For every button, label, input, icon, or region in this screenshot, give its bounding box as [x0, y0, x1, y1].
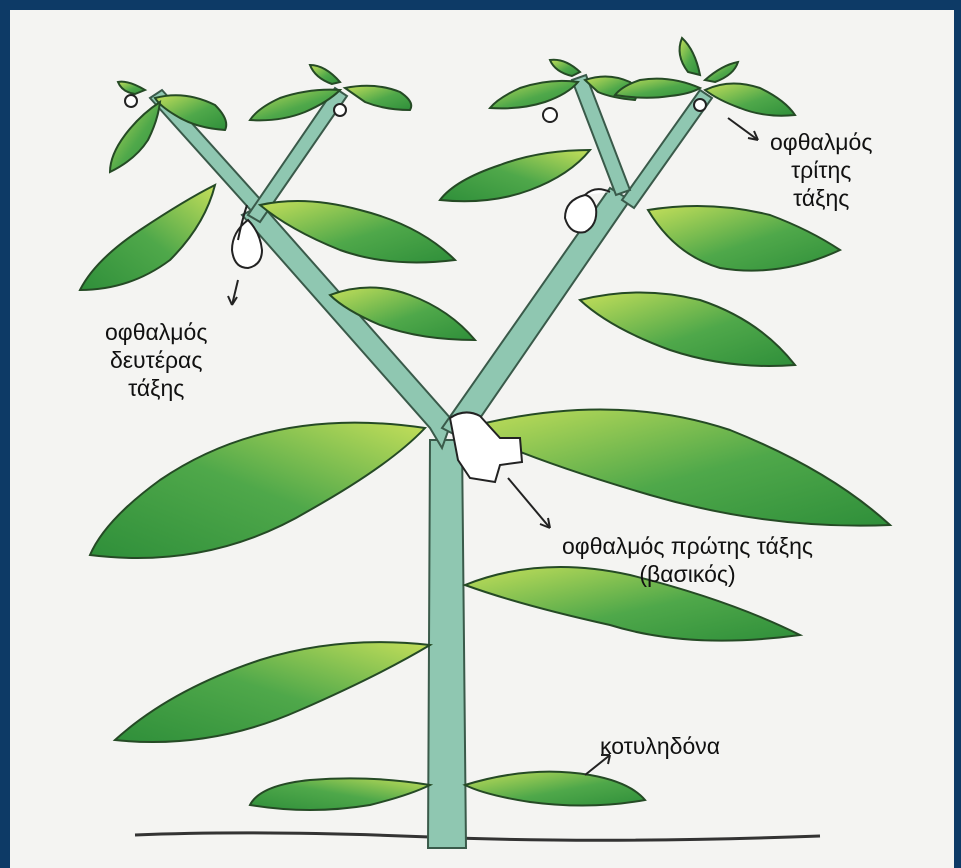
label-third-order-bud: οφθαλμός τρίτης τάξης	[770, 128, 872, 212]
label-line: οφθαλμός	[105, 318, 207, 346]
label-line: οφθαλμός πρώτης τάξης	[562, 532, 813, 560]
leaf-upper-right-2	[580, 293, 795, 367]
leaf-upper-right-3	[440, 150, 590, 201]
leaf-right-large	[465, 409, 890, 525]
label-line: τρίτης	[770, 156, 872, 184]
label-line: τάξης	[105, 374, 207, 402]
label-line: δευτέρας	[105, 346, 207, 374]
label-cotyledon: κοτυληδόνα	[600, 732, 720, 760]
tip-leaf	[310, 65, 340, 84]
bud	[694, 99, 706, 111]
arrow-first-order	[508, 478, 550, 528]
label-line: (βασικός)	[562, 560, 813, 588]
tip-leaf	[490, 81, 578, 109]
cotyledon-left	[250, 778, 430, 810]
label-line: τάξης	[770, 184, 872, 212]
tip-leaf	[345, 86, 411, 110]
label-second-order-bud: οφθαλμός δευτέρας τάξης	[105, 318, 207, 402]
label-first-order-bud: οφθαλμός πρώτης τάξης (βασικός)	[562, 532, 813, 588]
tip-leaf	[110, 102, 160, 172]
arrow-third-order	[728, 118, 758, 140]
tip-leaf	[705, 62, 738, 82]
label-line: οφθαλμός	[770, 128, 872, 156]
bud	[543, 108, 557, 122]
leaf-upper-right-1	[648, 206, 840, 271]
leaf-left-mid	[115, 642, 430, 742]
leaf-upper-left-3	[80, 185, 215, 290]
leaf-left-large	[90, 423, 425, 558]
cotyledon-right	[465, 772, 645, 806]
tip-leaf	[680, 38, 700, 75]
tip-leaf	[118, 82, 145, 94]
diagram-frame: οφθαλμός τρίτης τάξης οφθαλμός δευτέρας …	[10, 10, 954, 868]
ground-line	[135, 833, 820, 840]
bud	[334, 104, 346, 116]
tip-leaf	[550, 60, 580, 76]
bud	[125, 95, 137, 107]
tip-leaf	[705, 83, 795, 115]
